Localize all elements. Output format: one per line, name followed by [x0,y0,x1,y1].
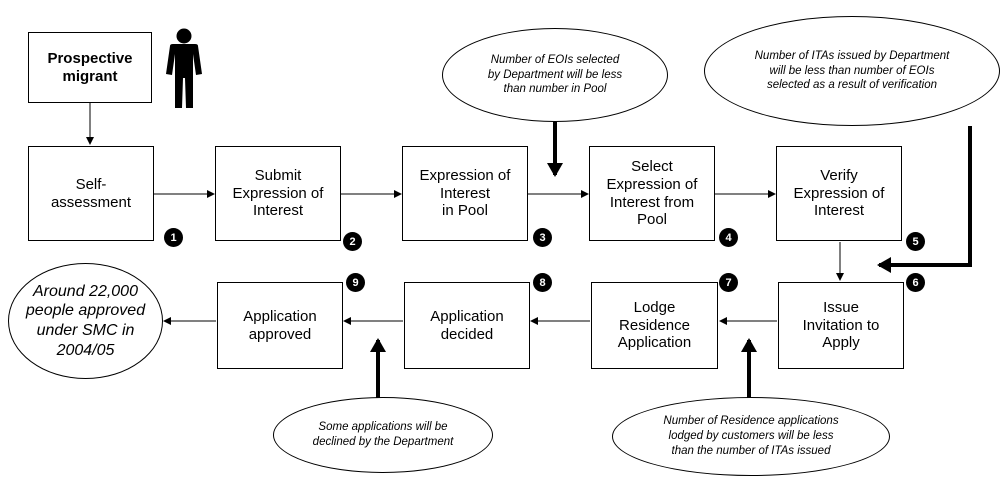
step-2-number-badge: 2 [343,232,362,251]
step-7-lodge-residence: Lodge Residence Application [591,282,718,369]
step-5-number-badge: 5 [906,232,925,251]
step-8-application-decided: Application decided [404,282,530,369]
step-8-number-badge: 8 [533,273,552,292]
step-6-issue-ita: Issue Invitation to Apply [778,282,904,369]
step-5-verify-eoi: Verify Expression of Interest [776,146,902,241]
step-6-number-badge: 6 [906,273,925,292]
prospective-migrant-box: Prospective migrant [28,32,152,103]
outcome-ellipse: Around 22,000 people approved under SMC … [8,263,163,379]
step-7-number-badge: 7 [719,273,738,292]
step-4-select-eoi: Select Expression of Interest from Pool [589,146,715,241]
step-3-number-badge: 3 [533,228,552,247]
step-2-submit-eoi: Submit Expression of Interest [215,146,341,241]
step-9-application-approved: Application approved [217,282,343,369]
person-icon [166,28,202,108]
step-3-eoi-in-pool: Expression of Interest in Pool [402,146,528,241]
note-eoi-selected: Number of EOIs selected by Department wi… [442,28,668,122]
step-1-self-assessment: Self- assessment [28,146,154,241]
note-arrow-itas [877,126,972,273]
note-itas-issued: Number of ITAs issued by Department will… [704,16,1000,126]
note-applications-declined: Some applications will be declined by th… [273,397,493,473]
step-1-number-badge: 1 [164,228,183,247]
note-residence-applications: Number of Residence applications lodged … [612,397,890,476]
step-9-number-badge: 9 [346,273,365,292]
step-4-number-badge: 4 [719,228,738,247]
